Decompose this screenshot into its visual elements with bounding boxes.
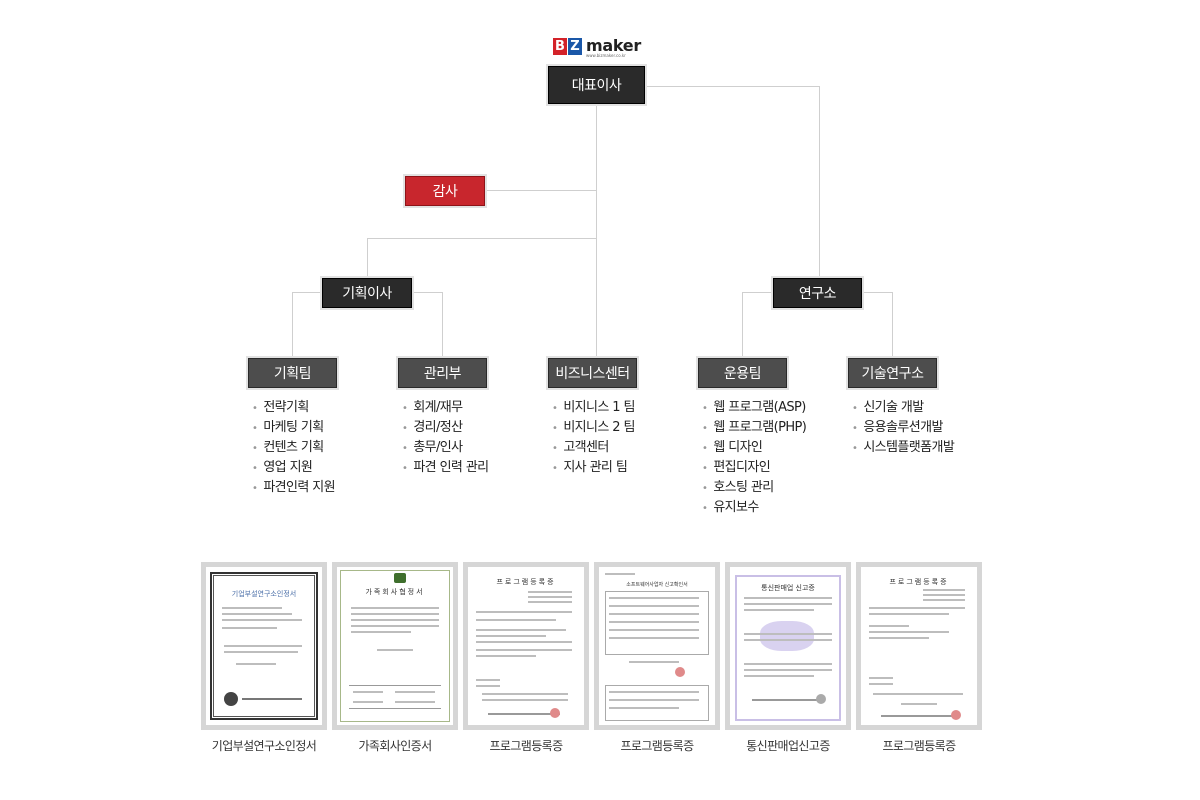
task-item: 총무/인사 (402, 438, 489, 458)
certificate-doc-title: 프로그램등록증 (468, 577, 584, 587)
certificate-caption: 프로그램등록증 (856, 737, 982, 754)
task-item: 웹 프로그램(ASP) (702, 398, 806, 418)
logo-letter-b: B (553, 38, 567, 55)
team-box-planning: 기획팀 (248, 358, 337, 388)
certificate-document-image: 프로그램등록증 (861, 567, 977, 725)
task-item: 비지니스 2 팀 (552, 418, 635, 438)
team-box-tech-lab: 기술연구소 (848, 358, 937, 388)
task-item: 호스팅 관리 (702, 478, 806, 498)
task-item: 회계/재무 (402, 398, 489, 418)
task-item: 웹 디자인 (702, 438, 806, 458)
certificate-document-image: 가족회사협정서 (337, 567, 453, 725)
task-list-business-center: 비지니스 1 팀 비지니스 2 팀 고객센터 지사 관리 팀 (552, 398, 635, 478)
ceo-box: 대표이사 (548, 66, 645, 104)
connector-line (862, 292, 893, 293)
certificate-caption: 프로그램등록증 (594, 737, 720, 754)
certificate-caption: 가족회사인증서 (332, 737, 458, 754)
certificate-document-image: 소프트웨어사업자 신고확인서 (599, 567, 715, 725)
audit-box: 감사 (405, 176, 485, 206)
certificate-thumbnail[interactable]: 가족회사협정서 (332, 562, 458, 730)
certificate-document-image: 통신판매업 신고증 (730, 567, 846, 725)
connector-line (442, 292, 443, 357)
certificate-document-image: 프로그램등록증 (468, 567, 584, 725)
task-item: 웹 프로그램(PHP) (702, 418, 806, 438)
connector-line (742, 292, 743, 357)
certificate-caption: 통신판매업신고증 (725, 737, 851, 754)
company-logo: B Z maker www.bizmaker.co.kr (553, 38, 641, 60)
logo-text: maker www.bizmaker.co.kr (586, 38, 641, 59)
connector-line (596, 104, 597, 357)
task-item: 편집디자인 (702, 458, 806, 478)
connector-line (367, 238, 597, 239)
task-item: 고객센터 (552, 438, 635, 458)
task-list-planning: 전략기획 마케팅 기획 컨텐츠 기획 영업 지원 파견인력 지원 (252, 398, 335, 498)
team-box-business-center: 비즈니스센터 (548, 358, 637, 388)
logo-letter-z: Z (568, 38, 582, 55)
task-item: 전략기획 (252, 398, 335, 418)
connector-line (645, 86, 820, 87)
connector-line (742, 292, 773, 293)
connector-line (292, 292, 322, 293)
task-list-management: 회계/재무 경리/정산 총무/인사 파견 인력 관리 (402, 398, 489, 478)
certificate-doc-title: 프로그램등록증 (861, 577, 977, 587)
task-item: 지사 관리 팀 (552, 458, 635, 478)
task-item: 파견 인력 관리 (402, 458, 489, 478)
certificate-thumbnail[interactable]: 소프트웨어사업자 신고확인서 (594, 562, 720, 730)
certificate-thumbnail[interactable]: 기업부설연구소인정서 (201, 562, 327, 730)
certificate-doc-title: 소프트웨어사업자 신고확인서 (599, 581, 715, 588)
certificate-caption: 프로그램등록증 (463, 737, 589, 754)
task-item: 경리/정산 (402, 418, 489, 438)
connector-line (367, 238, 368, 278)
team-box-operations: 운용팀 (698, 358, 787, 388)
connector-line (892, 292, 893, 357)
connector-line (819, 86, 820, 278)
connector-line (412, 292, 442, 293)
logo-word: maker (586, 38, 641, 53)
logo-badge: B Z (553, 38, 582, 55)
task-item: 영업 지원 (252, 458, 335, 478)
task-list-operations: 웹 프로그램(ASP) 웹 프로그램(PHP) 웹 디자인 편집디자인 호스팅 … (702, 398, 806, 518)
task-item: 파견인력 지원 (252, 478, 335, 498)
certificate-doc-title: 통신판매업 신고증 (730, 583, 846, 593)
team-box-management: 관리부 (398, 358, 487, 388)
task-item: 응용솔루션개발 (852, 418, 954, 438)
connector-line (485, 190, 597, 191)
logo-url: www.bizmaker.co.kr (586, 53, 641, 59)
certificate-thumbnail[interactable]: 프로그램등록증 (463, 562, 589, 730)
certificate-doc-title: 가족회사협정서 (337, 587, 453, 597)
certificate-thumbnail[interactable]: 프로그램등록증 (856, 562, 982, 730)
certificate-thumbnail[interactable]: 통신판매업 신고증 (725, 562, 851, 730)
task-item: 비지니스 1 팀 (552, 398, 635, 418)
task-item: 컨텐츠 기획 (252, 438, 335, 458)
task-item: 신기술 개발 (852, 398, 954, 418)
task-item: 유지보수 (702, 498, 806, 518)
task-item: 마케팅 기획 (252, 418, 335, 438)
research-institute-box: 연구소 (773, 278, 862, 308)
task-item: 시스템플랫폼개발 (852, 438, 954, 458)
certificate-doc-title: 기업부설연구소인정서 (206, 589, 322, 599)
certificate-document-image: 기업부설연구소인정서 (206, 567, 322, 725)
task-list-tech-lab: 신기술 개발 응용솔루션개발 시스템플랫폼개발 (852, 398, 954, 458)
certificate-caption: 기업부설연구소인정서 (201, 737, 327, 754)
planning-director-box: 기획이사 (322, 278, 412, 308)
connector-line (292, 292, 293, 357)
